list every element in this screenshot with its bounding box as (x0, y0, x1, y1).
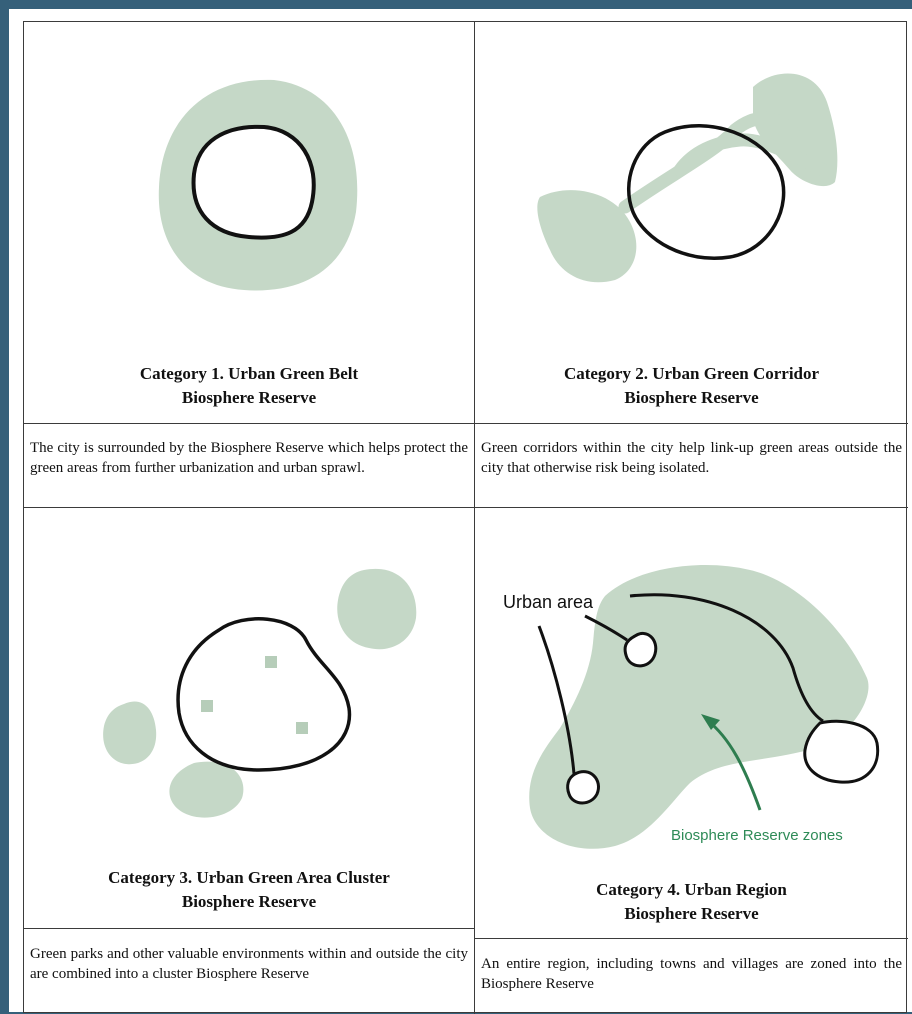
category-4-title: Category 4. Urban Region Biosphere Reser… (475, 878, 908, 926)
title-line-1: Category 4. Urban Region (475, 878, 908, 902)
green-belt-figure (24, 22, 474, 342)
category-3-description: Green parks and other valuable environme… (30, 944, 468, 984)
title-line-1: Category 3. Urban Green Area Cluster (24, 866, 474, 890)
green-cluster-figure (24, 508, 474, 848)
urban-region-figure: Urban area Biosphere Reserve zones (475, 508, 908, 853)
title-line-2: Biosphere Reserve (475, 386, 908, 410)
urban-area-small-top (625, 633, 656, 665)
category-1-description: The city is surrounded by the Biosphere … (30, 438, 468, 478)
urban-area-label: Urban area (503, 592, 594, 612)
category-1-cell: Category 1. Urban Green Belt Biosphere R… (24, 22, 474, 507)
urban-area-small-bottom (568, 772, 599, 803)
category-3-cell: Category 3. Urban Green Area Cluster Bio… (24, 508, 474, 1014)
title-separator (475, 423, 908, 424)
title-line-1: Category 2. Urban Green Corridor (475, 362, 908, 386)
inner-park (201, 700, 213, 712)
category-2-cell: Category 2. Urban Green Corridor Biosphe… (475, 22, 908, 507)
category-2-title: Category 2. Urban Green Corridor Biosphe… (475, 362, 908, 410)
reserve-zones-label: Biosphere Reserve zones (671, 827, 843, 844)
green-park-top-right (337, 569, 416, 649)
category-2-description: Green corridors within the city help lin… (481, 438, 902, 478)
title-line-2: Biosphere Reserve (475, 902, 908, 926)
category-1-title: Category 1. Urban Green Belt Biosphere R… (24, 362, 474, 410)
inner-park (265, 656, 277, 668)
category-4-cell: Urban area Biosphere Reserve zones Categ… (475, 508, 908, 1014)
title-separator (475, 938, 908, 939)
title-line-2: Biosphere Reserve (24, 890, 474, 914)
city-outline (178, 619, 349, 770)
inner-park (296, 722, 308, 734)
category-table: Category 1. Urban Green Belt Biosphere R… (23, 21, 907, 1013)
category-4-description: An entire region, including towns and vi… (481, 954, 902, 994)
title-separator (24, 928, 474, 929)
page: Category 1. Urban Green Belt Biosphere R… (9, 9, 912, 1012)
title-line-1: Category 1. Urban Green Belt (24, 362, 474, 386)
urban-area-right (805, 721, 878, 782)
category-3-title: Category 3. Urban Green Area Cluster Bio… (24, 866, 474, 914)
green-corridor-figure (475, 22, 908, 342)
title-separator (24, 423, 474, 424)
green-park-bottom (169, 762, 243, 818)
title-line-2: Biosphere Reserve (24, 386, 474, 410)
city-outline (194, 127, 314, 238)
green-park-left (103, 702, 156, 765)
